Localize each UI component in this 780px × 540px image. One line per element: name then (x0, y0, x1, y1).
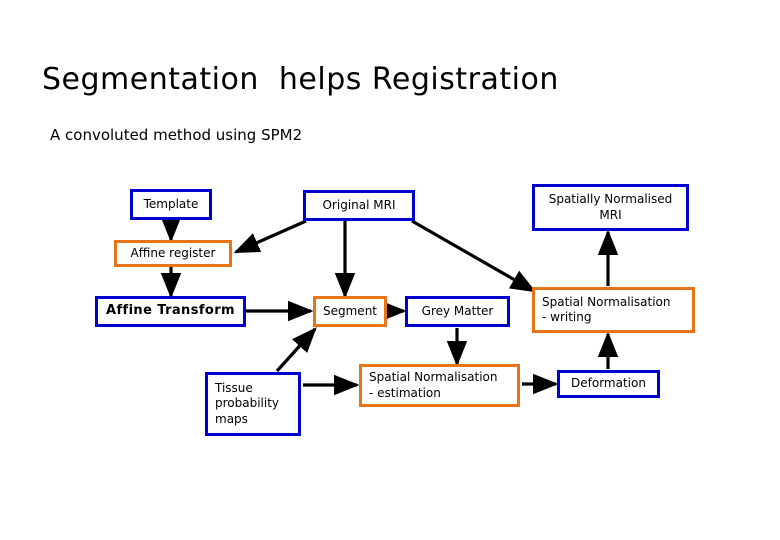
node-spatial-normalisation-writing[interactable]: Spatial Normalisation - writing (532, 287, 695, 333)
node-template[interactable]: Template (130, 189, 212, 220)
edge-original-mri-to-affine-register (233, 219, 307, 254)
page-subtitle: A convoluted method using SPM2 (50, 126, 303, 144)
node-grey-matter[interactable]: Grey Matter (405, 296, 510, 327)
node-affine-register[interactable]: Affine register (114, 240, 232, 267)
edge-original-mri-to-sn-writing (411, 219, 537, 293)
node-tissue-probability-maps[interactable]: Tissue probability maps (205, 372, 301, 436)
edge-tissue-maps-to-segment (275, 327, 317, 373)
node-spatially-normalised-mri[interactable]: Spatially Normalised MRI (532, 184, 689, 231)
node-segment[interactable]: Segment (313, 296, 387, 327)
node-deformation[interactable]: Deformation (557, 370, 660, 398)
node-original-mri[interactable]: Original MRI (303, 190, 415, 221)
page-title: Segmentation helps Registration (42, 62, 559, 97)
node-spatial-normalisation-estimation[interactable]: Spatial Normalisation - estimation (359, 364, 520, 407)
node-affine-transform[interactable]: Affine Transform (95, 296, 246, 327)
